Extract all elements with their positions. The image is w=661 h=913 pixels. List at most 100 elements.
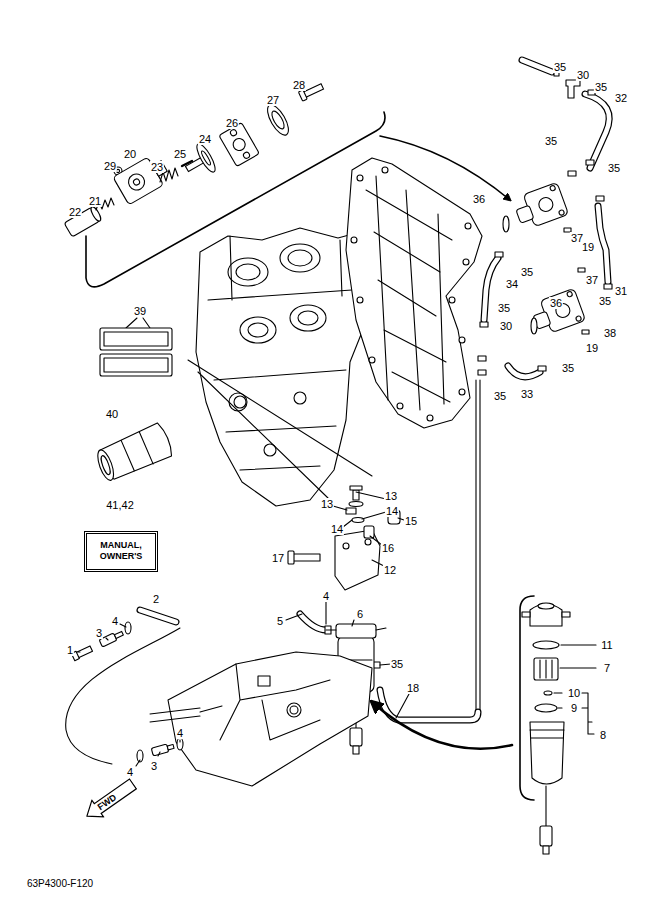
intake-manifold xyxy=(397,403,403,409)
fuel-hoses xyxy=(380,690,478,720)
filter-inset xyxy=(372,596,596,854)
callout-number: 15 xyxy=(404,515,418,527)
filter-bracket xyxy=(350,486,362,490)
fuel-pump xyxy=(582,330,589,334)
fuel-pump-parts xyxy=(231,136,247,152)
label-sheet xyxy=(100,354,172,376)
fuel-line xyxy=(140,610,176,622)
callout-number: 17 xyxy=(271,552,285,564)
callout-number: 30 xyxy=(576,69,590,81)
intake-manifold xyxy=(459,337,465,343)
callout-number: 3 xyxy=(95,627,103,639)
fuel-hoses xyxy=(300,60,609,720)
callout-number: 3 xyxy=(150,760,158,772)
cylinder-block xyxy=(288,250,312,266)
callout-number: 22 xyxy=(68,206,82,218)
filter-bracket xyxy=(349,502,363,507)
filter-inset xyxy=(540,826,552,846)
callout-number: 4 xyxy=(111,615,119,627)
lower-cowling xyxy=(290,706,298,714)
guide-line xyxy=(188,360,372,498)
hose-clips xyxy=(478,370,486,375)
fuel-filter xyxy=(350,728,362,746)
filter-inset xyxy=(530,722,564,784)
hose-clips xyxy=(495,252,503,257)
fuel-pump-parts xyxy=(298,90,307,101)
filter-inset xyxy=(522,612,530,617)
filter-bracket xyxy=(288,486,400,590)
callout-number: 37 xyxy=(585,274,599,286)
fuel-hoses xyxy=(300,614,326,630)
callout-number: 19 xyxy=(581,241,595,253)
node-text: MANUAL, OWNER'S xyxy=(100,540,143,563)
intake-manifold xyxy=(369,357,375,363)
callout-number: 14 xyxy=(330,523,344,535)
fuel-pump-parts xyxy=(194,142,219,175)
lower-cowling xyxy=(150,652,372,786)
intake-manifold xyxy=(376,176,444,410)
fuel-hoses xyxy=(476,380,480,712)
callout-number: 33 xyxy=(520,388,534,400)
label-sheet xyxy=(100,328,172,350)
filter-inset xyxy=(533,641,559,649)
cylinder-block xyxy=(196,228,366,506)
filter-inset xyxy=(561,644,596,645)
wrap-bag xyxy=(95,448,117,482)
fuel-hoses xyxy=(598,206,608,282)
callout-number: 31 xyxy=(614,285,628,297)
fuel-pump xyxy=(566,291,572,297)
filter-bracket xyxy=(365,539,371,545)
fuel-pump-parts xyxy=(132,178,140,186)
fuel-pump xyxy=(503,182,589,336)
callout-number: 34 xyxy=(505,278,519,290)
callout-number: 5 xyxy=(276,615,284,627)
filter-bracket xyxy=(288,551,294,564)
hose-clips xyxy=(596,196,604,201)
fuel-pump-parts xyxy=(200,150,211,166)
manual-box: MANUAL, OWNER'S xyxy=(84,531,158,572)
hose-clips xyxy=(478,356,486,361)
fuel-pump-parts xyxy=(219,122,260,166)
cylinder-block xyxy=(208,236,352,470)
callout-number: 4 xyxy=(322,590,330,602)
fuel-pump-parts xyxy=(219,122,260,166)
filter-inset xyxy=(582,693,594,734)
filter-bracket xyxy=(352,518,364,523)
filter-inset xyxy=(554,692,562,693)
fuel-pump-parts xyxy=(89,206,102,223)
fuel-hoses xyxy=(522,60,552,72)
fuel-line xyxy=(167,744,174,749)
callout-number: 35 xyxy=(561,362,575,374)
fuel-pump xyxy=(549,185,555,191)
callout-number: 35 xyxy=(607,162,621,174)
intake-manifold xyxy=(346,158,482,428)
callout-number: 19 xyxy=(585,342,599,354)
fuel-pump xyxy=(516,205,534,223)
callout-number: 21 xyxy=(88,195,102,207)
filter-bracket xyxy=(343,543,349,549)
leader-line xyxy=(78,614,302,652)
fuel-pump-parts xyxy=(263,102,292,138)
cylinder-block xyxy=(228,258,268,286)
wrap-bag xyxy=(99,455,111,476)
wrap-bag xyxy=(120,431,153,471)
cylinder-block xyxy=(298,311,318,325)
hose-clips xyxy=(480,322,488,327)
fuel-line xyxy=(151,744,169,756)
intake-manifold xyxy=(357,175,363,181)
callout-number: 4 xyxy=(126,766,134,778)
filter-inset xyxy=(540,660,596,678)
filter-bracket xyxy=(292,554,320,561)
intake-manifold xyxy=(465,223,471,229)
fuel-line xyxy=(66,610,183,764)
lower-cowling xyxy=(168,652,372,786)
callout-number: 35 xyxy=(598,295,612,307)
callout-number: 23 xyxy=(150,161,164,173)
fuel-pump xyxy=(558,209,564,215)
intake-manifold xyxy=(357,297,363,303)
callout-number: 35 xyxy=(553,61,567,73)
filter-inset xyxy=(543,846,549,854)
fuel-line xyxy=(140,610,176,622)
filter-inset xyxy=(530,604,562,626)
